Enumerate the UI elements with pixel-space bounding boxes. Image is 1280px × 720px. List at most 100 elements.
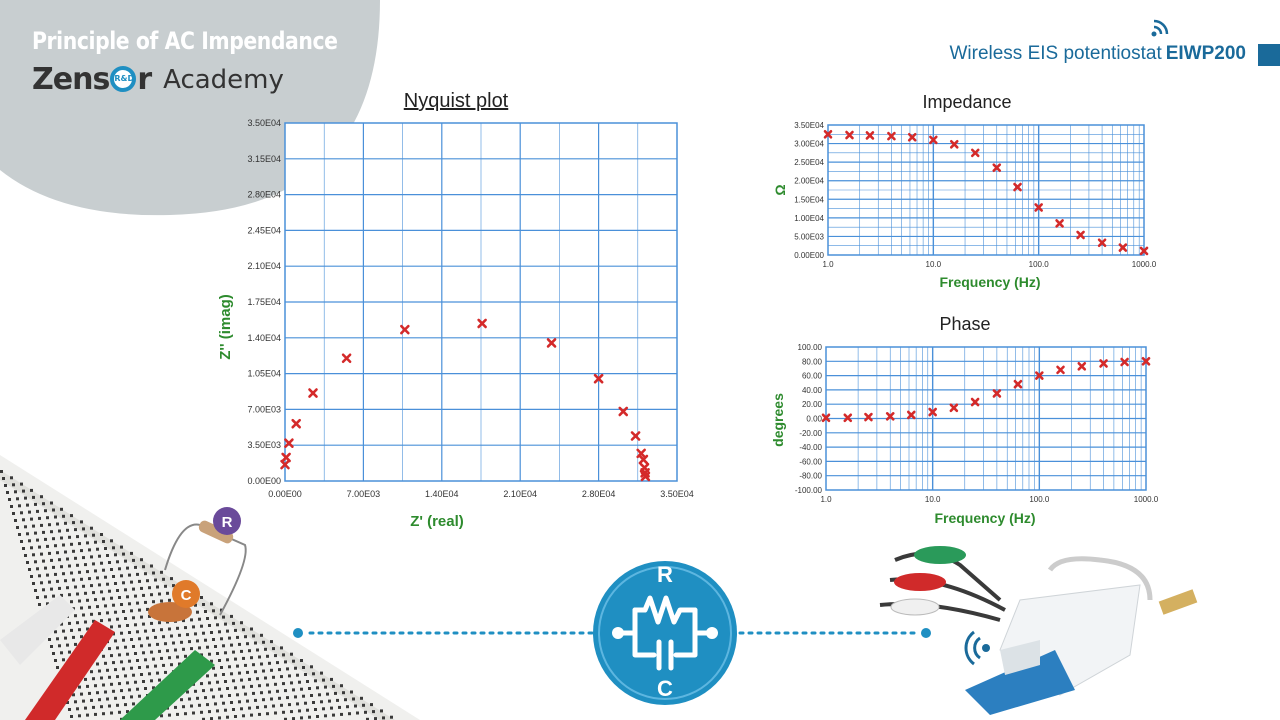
y-tick-label: 5.00E03 <box>794 232 824 241</box>
data-point <box>929 135 938 145</box>
product-prefix: Wireless EIS potentiostat <box>949 43 1162 64</box>
nyquist-ylabel: Z'' (imag) <box>217 294 234 359</box>
y-tick-label: 2.80E04 <box>247 190 281 200</box>
wireless-signal-icon <box>964 630 990 666</box>
data-point <box>823 129 833 139</box>
y-tick-label: 3.50E04 <box>247 118 281 128</box>
data-point <box>281 452 291 463</box>
phase-ylabel: degrees <box>770 393 786 447</box>
x-tick-label: 1000.0 <box>1132 260 1157 269</box>
nyquist-grid <box>284 122 678 482</box>
data-point <box>885 412 895 421</box>
data-point <box>843 413 853 423</box>
data-point <box>1076 230 1085 240</box>
x-tick-label: 1000.0 <box>1134 495 1159 504</box>
y-tick-label: 2.45E04 <box>247 225 281 235</box>
y-tick-label: 3.00E04 <box>794 140 824 149</box>
breadboard-c-badge: C <box>172 580 200 608</box>
data-point <box>1077 362 1087 371</box>
data-point <box>284 438 294 448</box>
y-tick-label: -60.00 <box>799 457 822 466</box>
x-tick-label: 1.40E04 <box>425 489 459 499</box>
rc-circuit-badge: R C <box>593 561 737 705</box>
y-tick-label: 2.00E04 <box>794 177 824 186</box>
x-tick-label: 10.0 <box>926 260 942 269</box>
data-point <box>992 389 1002 398</box>
data-point <box>845 130 854 140</box>
page-title: Principle of AC Impendance <box>32 27 338 55</box>
y-tick-label: 0.00 <box>806 415 822 424</box>
y-tick-label: 3.50E03 <box>247 440 281 450</box>
impedance-xlabel: Frequency (Hz) <box>939 274 1040 290</box>
x-tick-label: 2.80E04 <box>582 489 616 499</box>
data-point <box>949 140 959 149</box>
y-tick-label: 1.75E04 <box>247 297 281 307</box>
nyquist-title: Nyquist plot <box>404 90 509 112</box>
data-point <box>593 373 604 384</box>
data-point <box>949 403 959 413</box>
breadboard-components <box>0 520 247 720</box>
data-point <box>992 163 1002 173</box>
data-point <box>638 454 649 465</box>
phase-grid <box>825 346 1147 491</box>
y-tick-label: 1.40E04 <box>247 333 281 343</box>
y-tick-label: 2.10E04 <box>247 261 281 271</box>
y-tick-label: 1.05E04 <box>247 369 281 379</box>
y-tick-label: 3.15E04 <box>247 154 281 164</box>
impedance-y-ticks: 0.00E005.00E031.00E041.50E042.00E042.50E… <box>794 121 824 260</box>
logo-rd-badge: R&D <box>110 65 137 92</box>
breadboard-c-label: C <box>181 587 192 604</box>
y-tick-label: -100.00 <box>795 486 823 495</box>
y-tick-label: 2.50E04 <box>794 158 824 167</box>
data-point <box>1099 359 1108 368</box>
x-tick-label: 10.0 <box>925 495 941 504</box>
product-model: EIWP200 <box>1165 43 1246 64</box>
nyquist-points <box>280 318 651 482</box>
y-tick-label: -80.00 <box>799 472 822 481</box>
data-point <box>864 412 873 422</box>
y-tick-label: 3.50E04 <box>794 121 824 130</box>
y-tick-label: 0.00E00 <box>794 251 824 260</box>
logo-text-zens: Zens <box>32 62 110 97</box>
data-point <box>477 318 487 329</box>
phase-title: Phase <box>939 314 990 334</box>
wifi-icon <box>1151 19 1169 37</box>
y-tick-label: 7.00E03 <box>247 404 281 414</box>
data-point <box>907 132 917 142</box>
data-point <box>1139 246 1149 256</box>
data-point <box>970 397 980 407</box>
logo-text-r: r <box>137 62 152 97</box>
data-point <box>1097 238 1107 248</box>
circuit-r-label: R <box>657 562 673 587</box>
data-point <box>970 148 980 158</box>
x-tick-label: 1.0 <box>822 260 834 269</box>
circuit-c-label: C <box>657 676 673 701</box>
data-point <box>1118 243 1128 252</box>
data-point <box>308 388 318 398</box>
logo-academy: Academy <box>163 64 284 95</box>
data-point <box>1035 371 1044 380</box>
accent-tab <box>1258 44 1280 66</box>
phase-points <box>821 356 1151 423</box>
breadboard-r-label: R <box>222 514 233 531</box>
data-point <box>618 406 629 417</box>
connector-right <box>738 628 931 638</box>
phase-xlabel: Frequency (Hz) <box>934 510 1035 526</box>
data-point <box>1141 356 1151 366</box>
y-tick-label: 0.00E00 <box>247 476 281 486</box>
data-point <box>928 407 937 417</box>
data-point <box>630 431 641 441</box>
y-tick-label: 100.00 <box>798 343 823 352</box>
data-point <box>400 324 410 335</box>
data-point <box>1055 219 1064 228</box>
phase-y-ticks: -100.00-80.00-60.00-40.00-20.000.0020.00… <box>795 343 823 495</box>
data-point <box>341 353 352 364</box>
x-tick-label: 3.50E04 <box>660 489 694 499</box>
